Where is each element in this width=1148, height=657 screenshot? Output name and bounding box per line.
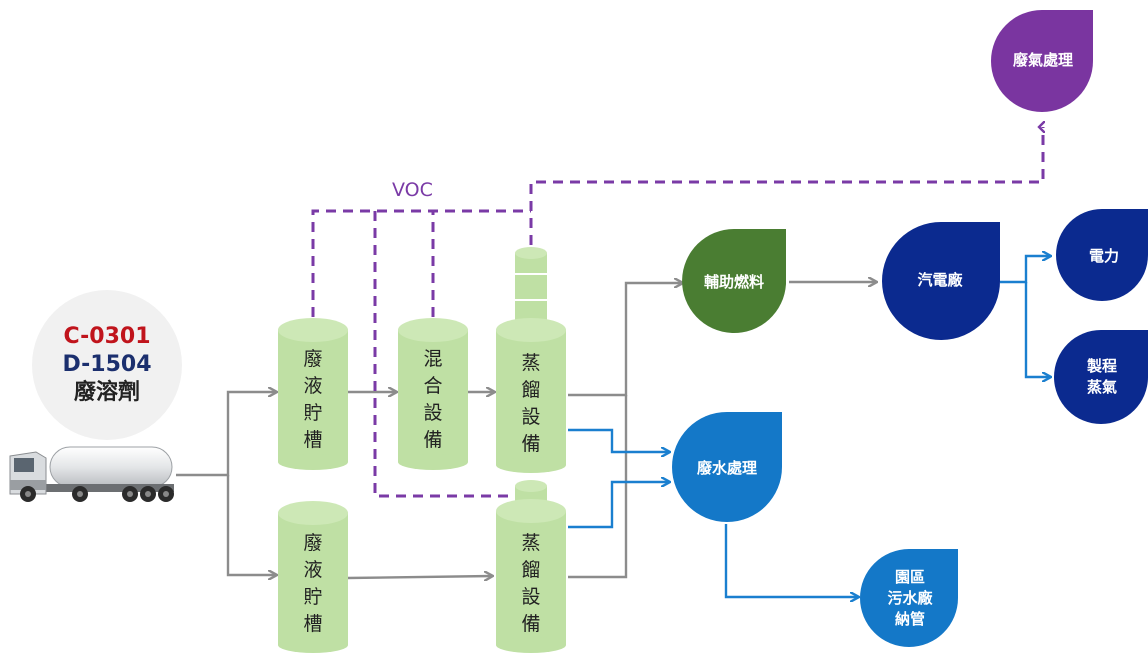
- waste-storage-tank-top: [278, 318, 348, 470]
- source-code-1: C-0301: [63, 324, 151, 349]
- park-sewer-node-shape: [860, 549, 958, 647]
- process-steam-node-shape: [1054, 330, 1148, 424]
- waste-storage-tank-top-label: 廢 液 貯 槽: [303, 348, 323, 451]
- mixing-tank: [398, 318, 468, 470]
- park-sewer-label: 園區 污水廠 納管: [887, 567, 933, 628]
- process-steam-label: 製程 蒸氣: [1086, 357, 1117, 396]
- source-code-2: D-1504: [62, 352, 152, 377]
- voc-dashed-lines: [311, 127, 1043, 498]
- power-node-shape: [1056, 209, 1148, 301]
- steam-plant-label: 汽電廠: [917, 270, 963, 289]
- waste-water-node-shape: [672, 412, 782, 522]
- mixing-tank-label: 混 合 設 備: [423, 348, 443, 451]
- gray-flow-lines: [176, 282, 876, 578]
- steam-plant-node-shape: [882, 222, 1001, 340]
- waste-water-label: 廢水處理: [696, 458, 757, 477]
- distillation-tank-bottom: [496, 480, 566, 653]
- tanker-truck-icon: [9, 446, 174, 502]
- aux-fuel-node-shape: [682, 229, 786, 333]
- blue-flow-lines: [568, 256, 1050, 597]
- exhaust-node-shape: [991, 10, 1093, 112]
- source-badge: C-0301 D-1504 廢溶劑: [32, 318, 182, 412]
- source-badge-circle: [32, 290, 182, 440]
- power-label: 電力: [1088, 246, 1119, 265]
- source-name: 廢溶劑: [73, 380, 140, 405]
- exhaust-label: 廢氣處理: [1012, 50, 1073, 69]
- aux-fuel-label: 輔助燃料: [703, 272, 764, 291]
- distillation-tank-bottom-label: 蒸 餾 設 備: [521, 532, 541, 635]
- waste-storage-tank-bottom: [278, 501, 348, 653]
- distillation-tank-top: [496, 247, 566, 473]
- voc-label: VOC: [392, 179, 433, 201]
- distillation-tank-top-label: 蒸 餾 設 備: [521, 352, 541, 455]
- waste-storage-tank-bottom-label: 廢 液 貯 槽: [303, 532, 323, 635]
